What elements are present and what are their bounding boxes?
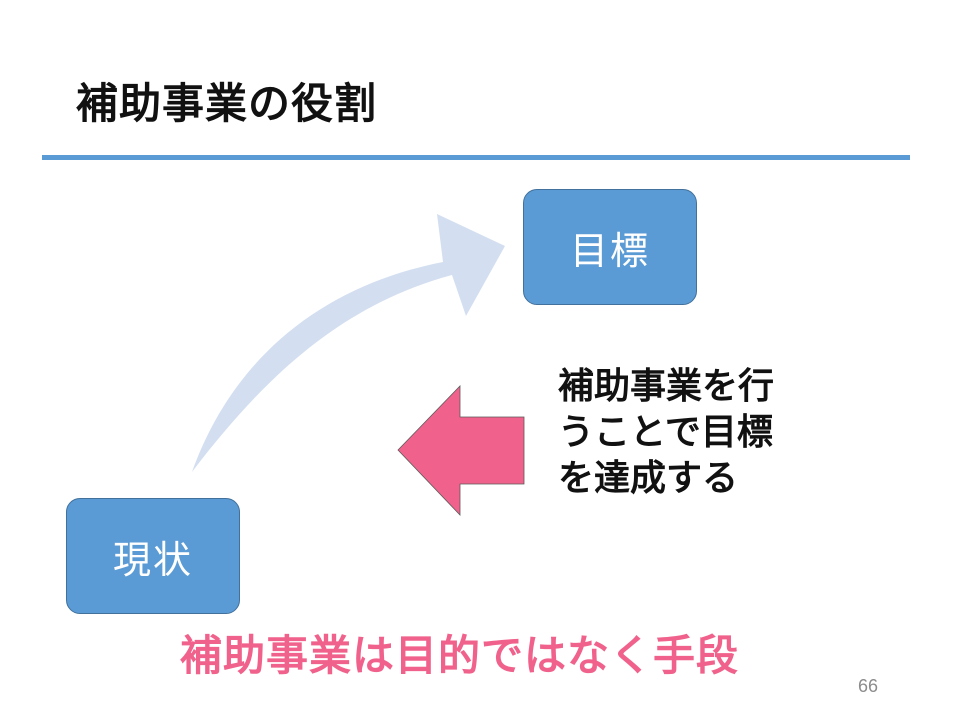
note-line-2: うことで目標 [558, 412, 773, 453]
bottom-message: 補助事業は目的ではなく手段 [180, 631, 740, 680]
slide-title: 補助事業の役割 [76, 79, 378, 128]
explanation-note: 補助事業を行 うことで目標 を達成する [558, 364, 838, 502]
note-line-1: 補助事業を行 [558, 366, 775, 407]
pink-left-arrow [397, 385, 525, 516]
goal-box: 目標 [523, 189, 697, 305]
current-state-box: 現状 [66, 498, 240, 614]
note-line-3: を達成する [558, 458, 739, 499]
page-number: 66 [858, 676, 879, 696]
title-divider [42, 155, 910, 160]
curved-progress-arrow [192, 214, 505, 472]
